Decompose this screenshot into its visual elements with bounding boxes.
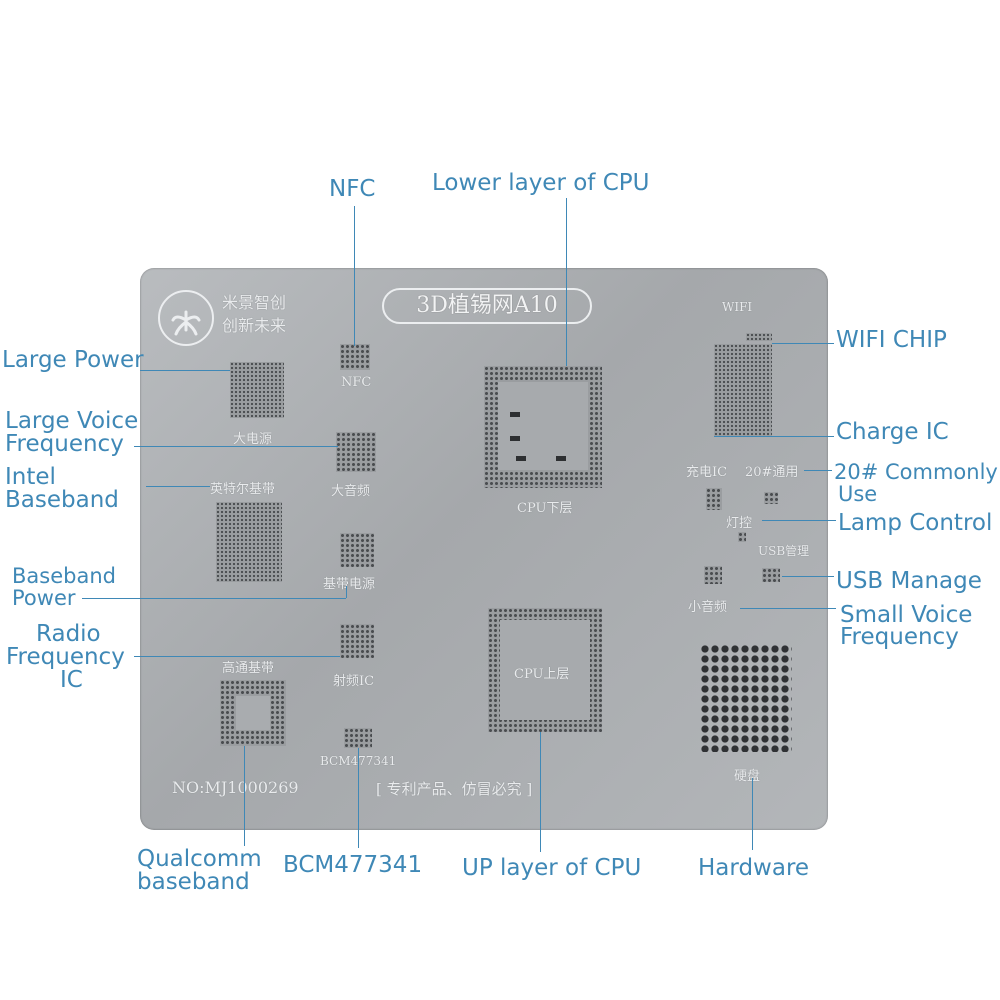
stencil-title: 3D植锡网A10 — [382, 288, 592, 324]
serial-number: NO:MJ1000269 — [172, 778, 299, 797]
leader-line — [772, 343, 834, 344]
lamp-pad-2 — [764, 492, 778, 504]
leader-line — [244, 746, 245, 846]
nfc-pad — [340, 344, 370, 370]
large-power-pad — [230, 362, 284, 418]
hardware-pad-grid — [700, 644, 792, 752]
callout-hardware: Hardware — [698, 855, 810, 881]
callout-lamp: Lamp Control — [838, 510, 993, 536]
cpu-hole — [516, 456, 526, 461]
leader-line — [714, 436, 834, 437]
hardware-etch: 硬盘 — [734, 769, 761, 784]
cpu-upper-center — [500, 620, 590, 720]
intel-baseband-etch: 英特尔基带 — [210, 482, 276, 497]
cpu-upper-etch: CPU上层 — [514, 667, 570, 682]
large-power-etch: 大电源 — [233, 432, 273, 447]
callout-bb-power-2: Power — [12, 586, 76, 610]
leader-line — [134, 446, 338, 447]
rf-ic-etch: 射频IC — [333, 674, 375, 689]
qualcomm-pad-center — [236, 696, 270, 730]
callout-charge-ic: Charge IC — [836, 419, 949, 445]
callout-usb: USB Manage — [836, 568, 982, 594]
cpu-lower-etch: CPU下层 — [517, 501, 573, 516]
callout-common-1: 20# Commonly — [834, 460, 998, 484]
small-audio-etch: 小音频 — [688, 600, 728, 615]
callout-cpu-up: UP layer of CPU — [462, 855, 642, 881]
patent-notice: [ 专利产品、仿冒必究 ] — [376, 780, 533, 798]
lamp-pad — [706, 488, 722, 510]
cpu-hole — [510, 436, 520, 441]
leader-line — [540, 732, 541, 852]
flower-logo-icon — [158, 290, 214, 346]
leader-line — [740, 608, 836, 609]
bcm-pad — [344, 728, 372, 748]
leader-line — [752, 778, 753, 850]
cpu-lower-center — [498, 382, 588, 470]
leader-line — [566, 198, 567, 366]
callout-large-voice-1: Large Voice — [5, 408, 139, 434]
cpu-hole — [510, 412, 520, 417]
usb-etch: USB管理 — [758, 544, 810, 558]
wifi-chip-pad — [714, 344, 772, 436]
wifi-chip-pad-top — [746, 333, 772, 341]
baseband-power-pad — [340, 533, 374, 567]
leader-line — [146, 486, 210, 487]
small-pad — [738, 532, 746, 542]
small-audio-pad — [704, 566, 722, 584]
leader-line — [82, 598, 346, 599]
charge-ic-etch: 充电IC — [686, 465, 728, 480]
callout-common-2: Use — [838, 482, 878, 506]
leader-line — [134, 656, 340, 657]
lamp-etch: 灯控 — [726, 516, 753, 531]
brand-line-2: 创新未来 — [222, 316, 287, 335]
callout-large-power: Large Power — [2, 347, 144, 373]
leader-line — [762, 520, 836, 521]
callout-radio-2: Frequency — [6, 644, 125, 670]
qualcomm-etch: 高通基带 — [222, 661, 275, 676]
cpu-hole — [556, 456, 566, 461]
common20-etch: 20#通用 — [745, 465, 799, 480]
brand-line-1: 米景智创 — [222, 293, 287, 312]
callout-intel-1: Intel — [5, 464, 56, 490]
callout-bcm: BCM477341 — [283, 852, 423, 878]
callout-small-voice-2: Frequency — [840, 624, 959, 650]
wifi-etch: WIFI — [722, 300, 753, 314]
large-audio-etch: 大音频 — [331, 484, 371, 499]
callout-wifi-chip: WIFI CHIP — [836, 327, 947, 353]
leader-line — [346, 586, 347, 598]
usb-pad — [762, 568, 780, 582]
callout-large-voice-2: Frequency — [5, 431, 124, 457]
leader-line — [358, 748, 359, 848]
leader-line — [354, 206, 355, 346]
intel-baseband-pad — [216, 502, 282, 582]
callout-small-voice-1: Small Voice — [840, 602, 973, 628]
large-audio-pad — [336, 432, 376, 472]
callout-radio-1: Radio — [36, 621, 101, 647]
leader-line — [782, 576, 834, 577]
callout-cpu-lower: Lower layer of CPU — [432, 170, 650, 196]
leader-line — [140, 370, 230, 371]
callout-qualcomm-2: baseband — [137, 869, 250, 895]
nfc-etch: NFC — [341, 375, 372, 390]
callout-bb-power-1: Baseband — [12, 564, 116, 588]
callout-radio-3: IC — [60, 667, 83, 693]
callout-nfc: NFC — [329, 176, 376, 202]
callout-intel-2: Baseband — [5, 487, 119, 513]
leader-line — [804, 470, 832, 471]
callout-qualcomm-1: Qualcomm — [137, 846, 262, 872]
baseband-power-etch: 基带电源 — [323, 577, 376, 592]
rf-ic-pad — [340, 624, 374, 658]
